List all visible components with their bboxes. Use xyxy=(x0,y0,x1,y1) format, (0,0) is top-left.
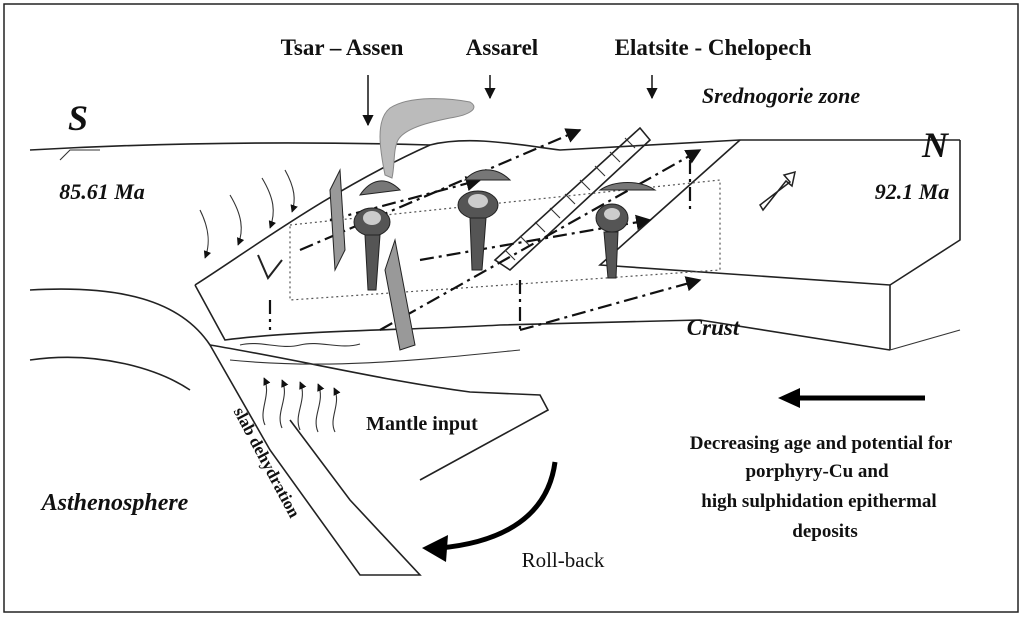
mantle-wedge-outline xyxy=(209,344,550,481)
eruption-plume xyxy=(379,98,475,179)
legend-line-3: high sulphidation epithermal xyxy=(701,491,936,512)
label-tsar-assen: Tsar – Assen xyxy=(281,35,404,60)
fault-plane-2 xyxy=(384,238,416,351)
surface-line-south xyxy=(29,142,431,151)
flow-arrow-1 xyxy=(299,128,582,252)
roll-back-arrow-head xyxy=(422,535,448,562)
roll-back-arrow-shaft xyxy=(439,461,558,551)
label-slab-dehydration: slab dehydration xyxy=(230,404,304,521)
volcano-elatsite-chelopech xyxy=(595,182,657,279)
dehydration-arrow-1 xyxy=(262,377,271,426)
fault-strip xyxy=(493,126,652,272)
label-age-south: 85.61 Ma xyxy=(59,179,145,204)
block-arrow-north xyxy=(759,170,796,212)
descending-arrow-2 xyxy=(229,194,245,246)
label-south: S xyxy=(68,98,88,138)
legend-line-2: porphyry-Cu and xyxy=(745,461,888,482)
dehydration-arrow-4 xyxy=(315,383,325,433)
descending-arrow-1 xyxy=(199,209,212,259)
age-arrow-head xyxy=(778,388,800,408)
label-mantle-input: Mantle input xyxy=(366,413,478,435)
dehydration-arrow-3 xyxy=(297,381,307,431)
label-crust: Crust xyxy=(687,315,740,340)
descending-arrow-3 xyxy=(261,177,277,229)
legend-line-1: Decreasing age and potential for xyxy=(690,433,953,454)
block-arrow-south xyxy=(257,254,283,280)
fault-plane-1 xyxy=(329,168,346,272)
flow-arrow-2 xyxy=(329,176,482,222)
crust-front-edge xyxy=(194,284,891,351)
descending-arrow-4 xyxy=(284,169,298,213)
magma-base xyxy=(239,343,361,347)
dehydration-arrow-5 xyxy=(332,387,341,433)
label-north: N xyxy=(921,125,950,165)
crust-top-edge xyxy=(194,139,960,286)
volcano-assarel xyxy=(457,169,512,271)
flow-arrow-5 xyxy=(519,276,702,332)
crust-block-north xyxy=(598,139,891,286)
dehydration-arrow-2 xyxy=(279,379,289,429)
slab-outline xyxy=(29,288,422,576)
label-asthenosphere: Asthenosphere xyxy=(40,490,189,516)
label-age-north: 92.1 Ma xyxy=(875,179,950,204)
label-elatsite-chelopech: Elatsite - Chelopech xyxy=(615,35,812,60)
slab-inner-line xyxy=(29,356,191,391)
label-srednogorie-zone: Srednogorie zone xyxy=(702,83,861,108)
fault-hatching xyxy=(504,137,636,261)
figure-frame xyxy=(3,3,1019,613)
south-marker-line xyxy=(59,149,100,161)
label-assarel: Assarel xyxy=(466,35,538,60)
label-roll-back: Roll-back xyxy=(522,548,605,572)
dotted-section xyxy=(289,179,721,301)
volcano-tsar-assen xyxy=(353,180,402,291)
crust-side-edge xyxy=(889,140,961,350)
moho-line xyxy=(229,349,521,365)
legend-line-4: deposits xyxy=(792,521,857,542)
crust-base-line xyxy=(889,329,961,351)
